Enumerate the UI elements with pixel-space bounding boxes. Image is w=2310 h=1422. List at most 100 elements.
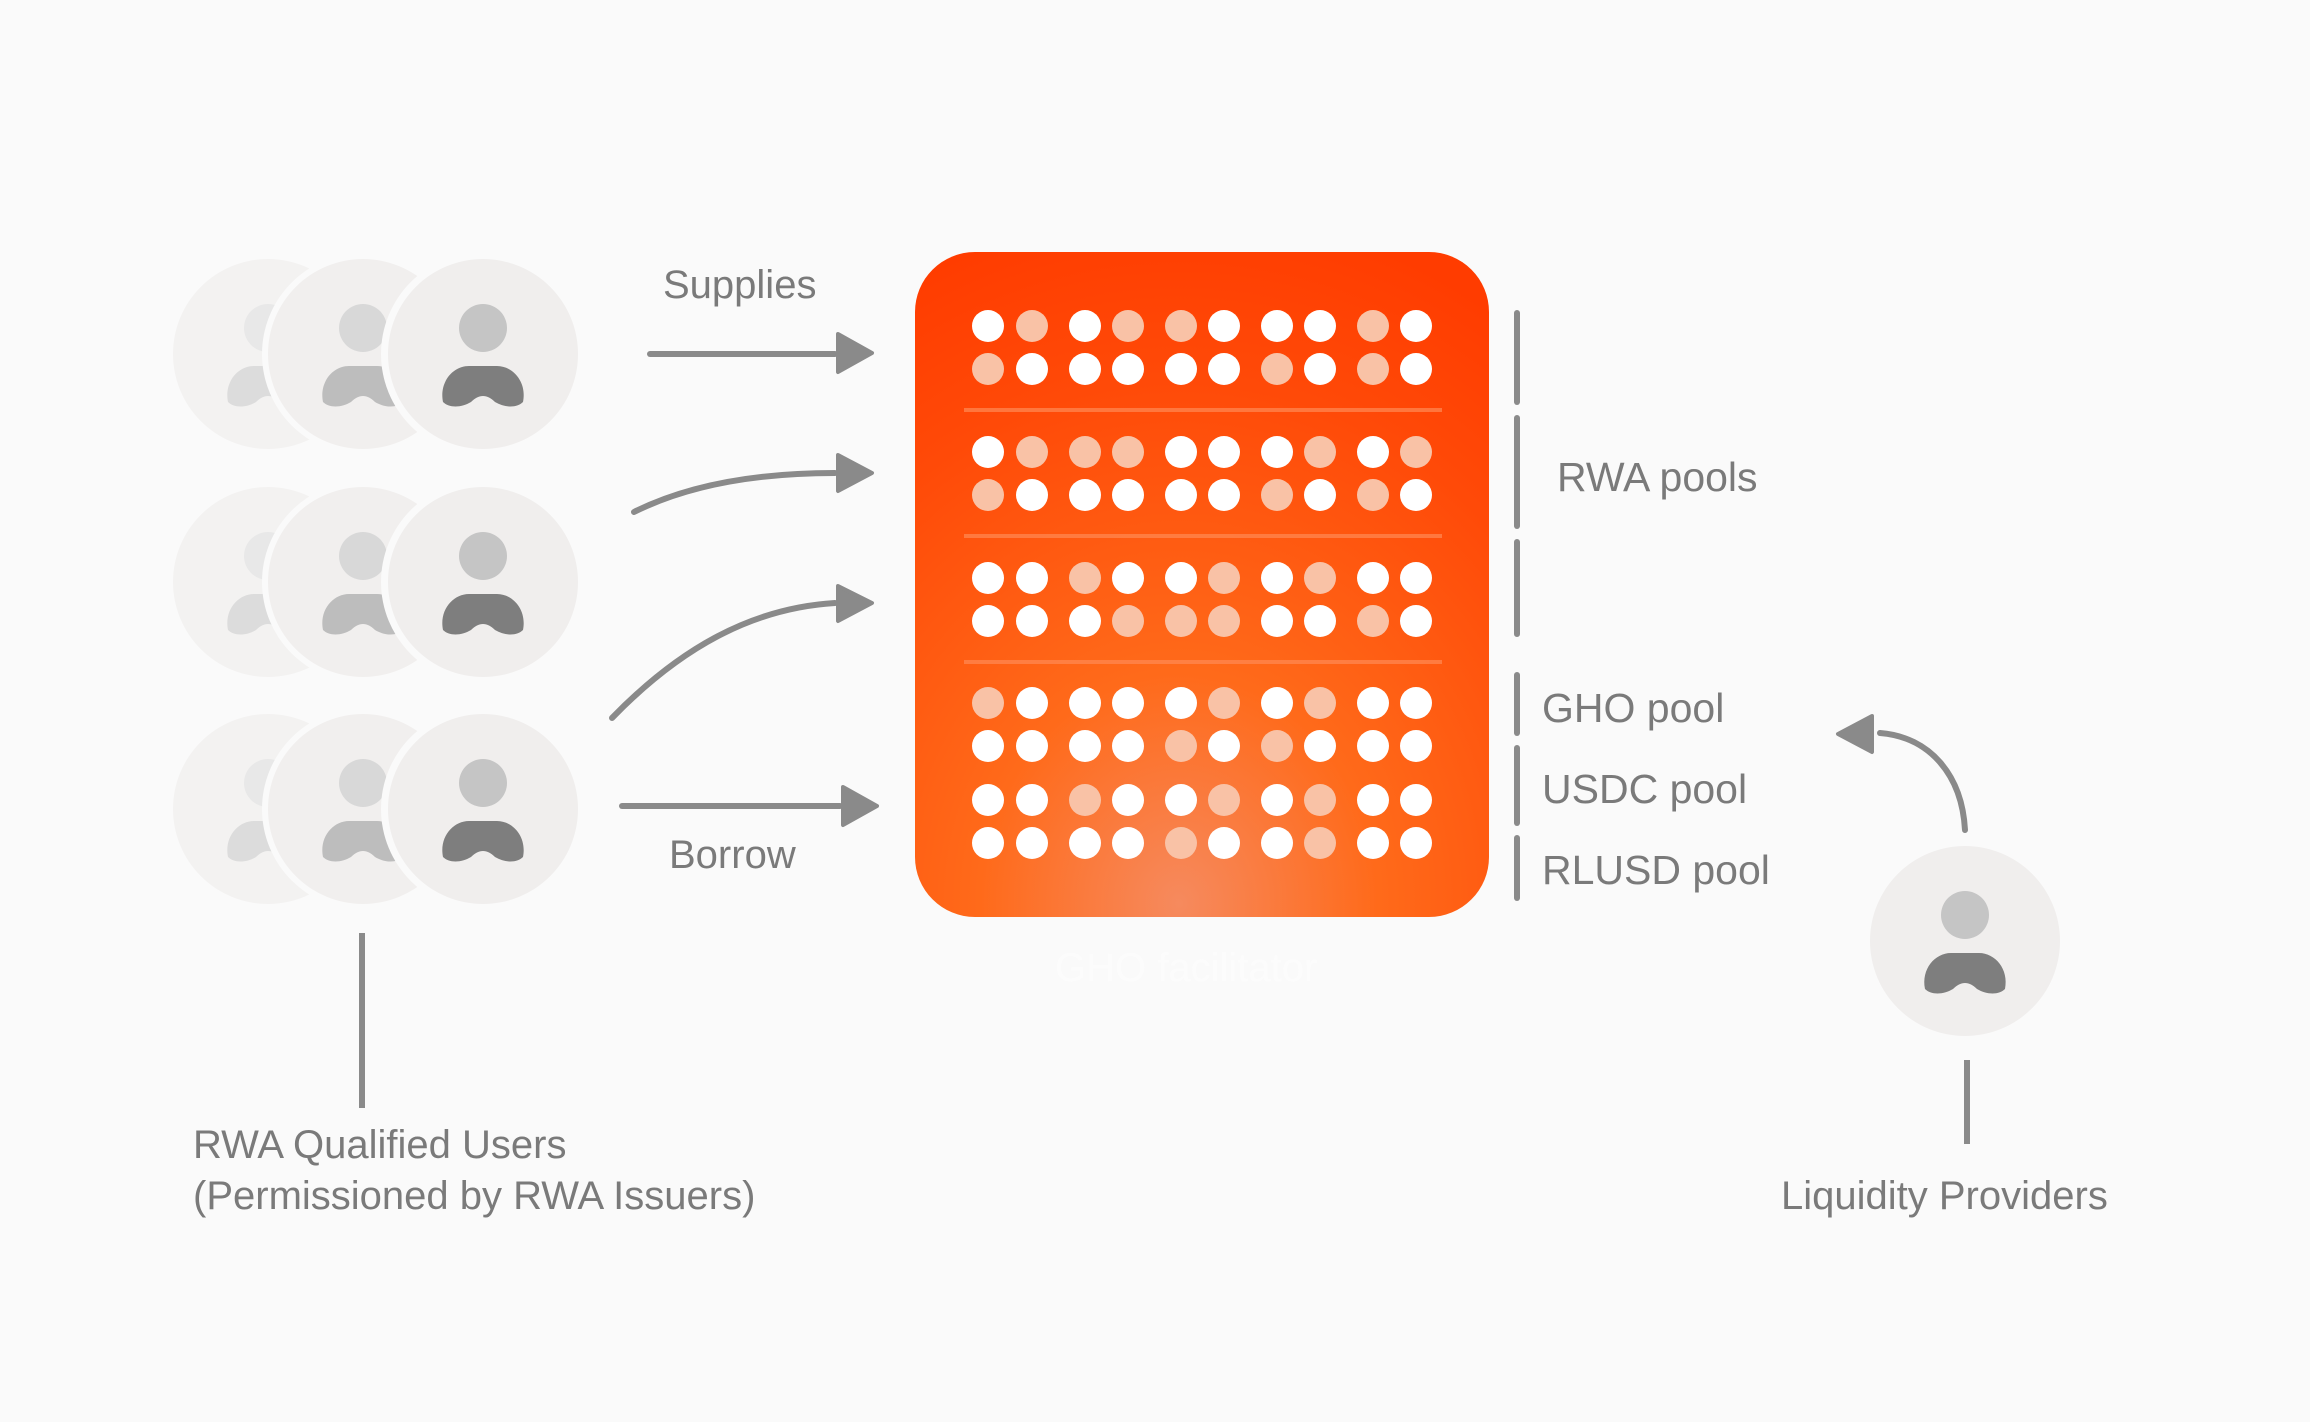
user-icon [1870, 846, 2060, 1036]
pool-dot [1112, 827, 1144, 859]
pool-dot [972, 479, 1004, 511]
arrow-right-icon [836, 453, 874, 493]
supplies-label: Supplies [663, 263, 817, 307]
pool-dot [1208, 436, 1240, 468]
pool-dot [1016, 353, 1048, 385]
pool-dot [1016, 310, 1048, 342]
pool-dot [1208, 353, 1240, 385]
pool-dot [1069, 605, 1101, 637]
pool-dot [1165, 479, 1197, 511]
pool-dot [1208, 310, 1240, 342]
pool-dot [1304, 353, 1336, 385]
pool-dot [1261, 310, 1293, 342]
pool-dot [1261, 436, 1293, 468]
pool-dot [1112, 353, 1144, 385]
pool-dot [1304, 310, 1336, 342]
pool-dot [1400, 353, 1432, 385]
pool-dot [1165, 784, 1197, 816]
usdc-pool-label: USDC pool [1542, 766, 1748, 812]
curved-arrow-line-1 [631, 470, 838, 515]
pool-dot [1016, 730, 1048, 762]
pool-dot [1069, 730, 1101, 762]
pool-dot [1112, 310, 1144, 342]
pool-dot [1400, 687, 1432, 719]
pool-dot [1304, 436, 1336, 468]
pool-dot [1261, 353, 1293, 385]
pool-dot [1165, 605, 1197, 637]
arrow-right-icon [836, 584, 874, 623]
pool-dot [1165, 562, 1197, 594]
pool-dot [1357, 827, 1389, 859]
liquidity-providers-label: Liquidity Providers [1781, 1174, 2108, 1218]
user-icon [388, 714, 578, 904]
pool-dot [1261, 784, 1293, 816]
pool-dot [1112, 687, 1144, 719]
pool-dot [1208, 687, 1240, 719]
curved-arrow-line-2 [609, 600, 838, 721]
pool-dot [1165, 687, 1197, 719]
user-icon [388, 259, 578, 449]
pool-dot [1357, 436, 1389, 468]
pool-dot [1165, 353, 1197, 385]
pool-dot [1016, 687, 1048, 719]
pool-dot [1261, 827, 1293, 859]
user-icon [388, 487, 578, 677]
pool-dot [1400, 730, 1432, 762]
pool-dot [1357, 687, 1389, 719]
user-stack-1 [173, 252, 585, 456]
pool-dot [1016, 436, 1048, 468]
pool-dot [1400, 605, 1432, 637]
gho-facilitator-box [915, 252, 1489, 917]
pool-dot [1304, 687, 1336, 719]
pool-dot [1208, 827, 1240, 859]
pool-dot [972, 730, 1004, 762]
pool-dot [1261, 605, 1293, 637]
pool-dot [1357, 479, 1389, 511]
pool-dot [1304, 784, 1336, 816]
facilitator-caption: GHO facilitator [1055, 946, 1318, 990]
pool-dot [972, 784, 1004, 816]
pool-dot [1304, 479, 1336, 511]
pool-dot [1304, 605, 1336, 637]
pool-dot [1304, 827, 1336, 859]
pool-dot [1069, 310, 1101, 342]
pool-dot [1069, 479, 1101, 511]
pool-dot [1400, 562, 1432, 594]
pool-dot [1069, 687, 1101, 719]
pool-dot [1357, 784, 1389, 816]
rwa-pools-label: RWA pools [1557, 454, 1758, 500]
pool-dot [1016, 784, 1048, 816]
pool-dot [1304, 562, 1336, 594]
pool-dot [972, 310, 1004, 342]
pool-dot [1112, 605, 1144, 637]
pool-dot [972, 827, 1004, 859]
pool-dot [1400, 310, 1432, 342]
pool-dot [1069, 827, 1101, 859]
pool-dot [972, 605, 1004, 637]
pool-dot [1261, 687, 1293, 719]
pool-dot [1112, 562, 1144, 594]
pool-dot [1165, 310, 1197, 342]
pool-dot-grid [972, 310, 1432, 859]
pool-dot [1016, 479, 1048, 511]
pool-dot [1112, 784, 1144, 816]
pool-dot [1400, 784, 1432, 816]
pool-dot [1069, 436, 1101, 468]
gho-pool-label: GHO pool [1542, 685, 1725, 731]
pool-dot [1112, 730, 1144, 762]
pool-dot [972, 687, 1004, 719]
pool-dot [1208, 784, 1240, 816]
pool-dot [1165, 827, 1197, 859]
pool-dot [1261, 479, 1293, 511]
pool-dot [1357, 310, 1389, 342]
pool-dot [1016, 562, 1048, 594]
pool-dot [1357, 605, 1389, 637]
rlusd-pool-label: RLUSD pool [1542, 847, 1770, 893]
pool-dot [1069, 562, 1101, 594]
borrow-label: Borrow [669, 833, 796, 877]
pool-dot [1357, 730, 1389, 762]
pool-dot [972, 436, 1004, 468]
pool-dot [1208, 562, 1240, 594]
pool-dot [1208, 479, 1240, 511]
